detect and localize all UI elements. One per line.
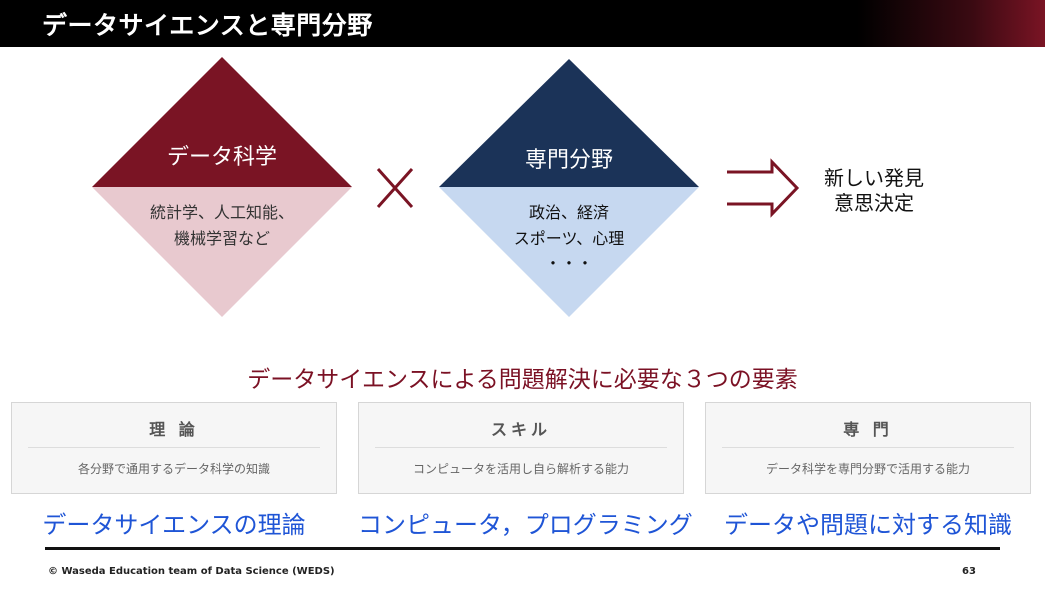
page-number: 63 [962, 566, 976, 577]
multiply-icon [376, 167, 414, 209]
footer-divider [45, 547, 1000, 550]
theory-card: 理 論 各分野で通用するデータ科学の知識 [11, 402, 337, 494]
specialty-card-divider [722, 447, 1014, 448]
data-science-diamond-bottom [92, 187, 352, 317]
slide-title: データサイエンスと専門分野 [42, 11, 373, 40]
data-science-subtitle-line2: 機械学習など [174, 229, 270, 248]
skill-card-head: スキル [490, 420, 551, 439]
specialty-subtitle-line2: スポーツ、心理 [514, 229, 624, 248]
specialty-card-desc: データ科学を専門分野で活用する能力 [765, 462, 970, 476]
double-arrow-right-icon [727, 158, 800, 218]
result-line2: 意思決定 [834, 191, 914, 215]
copyright-text: © Waseda Education team of Data Science … [48, 566, 335, 577]
skill-highlight: コンピュータ，プログラミング [358, 511, 693, 539]
elements-heading: データサイエンスによる問題解決に必要な３つの要素 [247, 367, 798, 393]
title-bar: データサイエンスと専門分野 [0, 0, 1045, 47]
specialty-subtitle-line1: 政治、経済 [529, 203, 609, 222]
data-science-diamond: データ科学 統計学、人工知能、 機械学習など [92, 57, 352, 317]
specialty-diamond-bottom [439, 187, 699, 317]
specialty-card: 専 門 データ科学を専門分野で活用する能力 [705, 402, 1031, 494]
skill-card-divider [375, 447, 667, 448]
theory-highlight: データサイエンスの理論 [42, 511, 306, 539]
theory-card-desc: 各分野で通用するデータ科学の知識 [77, 462, 270, 476]
specialty-highlight: データや問題に対する知識 [724, 511, 1012, 539]
data-science-subtitle-line1: 統計学、人工知能、 [150, 203, 294, 222]
specialty-diamond-top [439, 59, 699, 187]
result-line1: 新しい発見 [824, 166, 924, 190]
specialty-title: 専門分野 [525, 148, 613, 173]
skill-card-desc: コンピュータを活用し自ら解析する能力 [412, 462, 629, 476]
data-science-diamond-top [92, 57, 352, 187]
specialty-card-head: 専 門 [843, 420, 893, 439]
concept-diagram: データ科学 統計学、人工知能、 機械学習など 専門分野 政治、経済 スポーツ、心… [92, 57, 924, 317]
skill-card: スキル コンピュータを活用し自ら解析する能力 [358, 402, 684, 494]
theory-card-divider [28, 447, 320, 448]
specialty-diamond: 専門分野 政治、経済 スポーツ、心理 ・・・ [439, 59, 699, 317]
specialty-subtitle-line3: ・・・ [545, 254, 593, 273]
data-science-title: データ科学 [167, 145, 277, 170]
theory-card-head: 理 論 [149, 420, 199, 439]
